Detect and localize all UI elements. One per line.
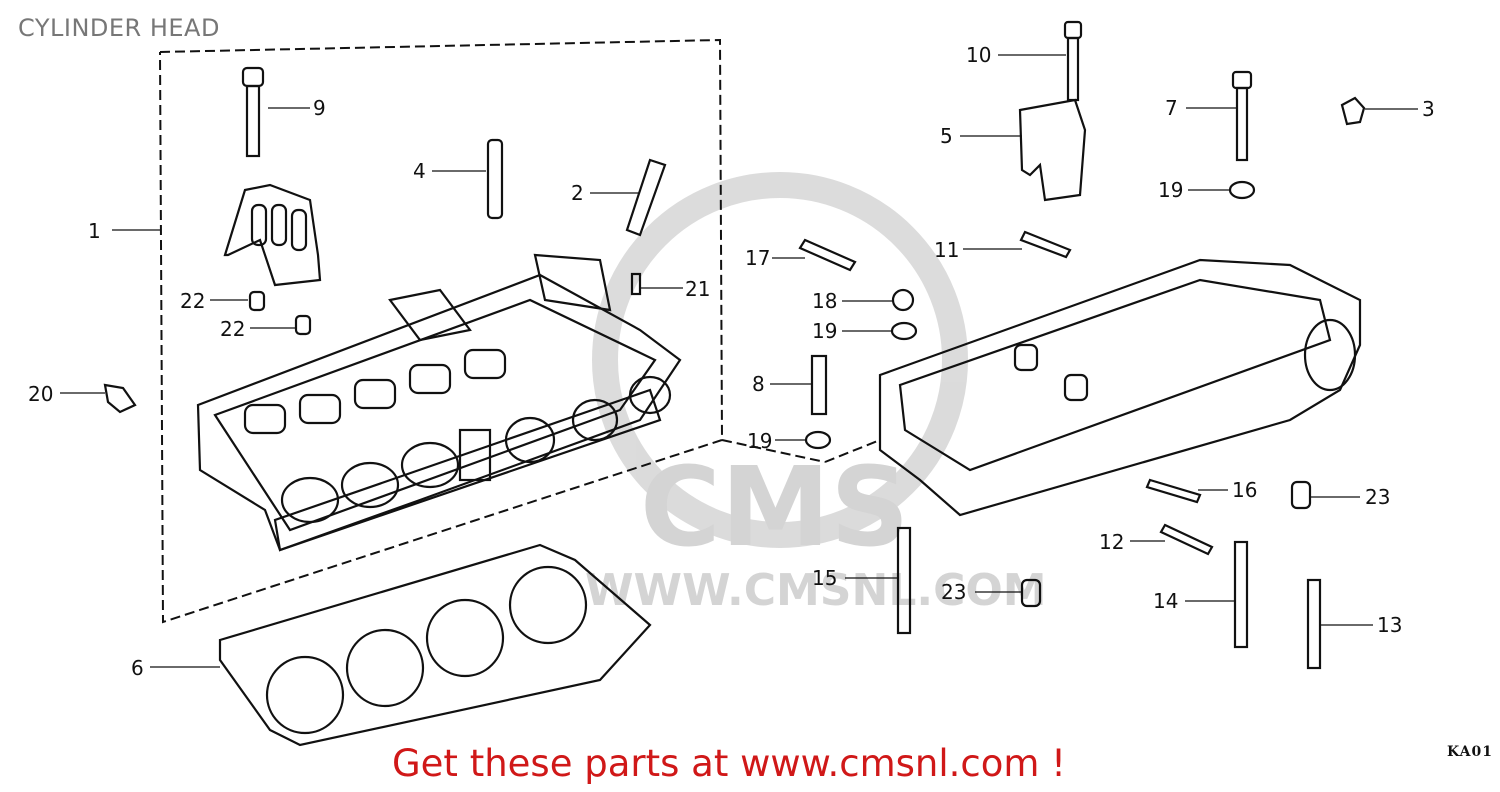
part-bolt-7 [1231, 70, 1253, 162]
part-cam-holder [223, 183, 322, 287]
callout-13: 13 [1377, 613, 1403, 637]
callout-22a: 22 [180, 289, 206, 313]
part-bolt-10 [1063, 20, 1083, 102]
watermark-ring [592, 172, 968, 548]
part-bracket-5 [1018, 98, 1087, 202]
callout-6: 6 [131, 656, 144, 680]
callout-16: 16 [1232, 478, 1258, 502]
part-nut-3 [1340, 96, 1366, 126]
callout-19c: 19 [747, 429, 773, 453]
part-pins [103, 230, 1322, 670]
diagram-code: KA01 [1447, 744, 1493, 760]
head-gasket [218, 543, 652, 747]
assembly-boundary-ext2 [824, 439, 881, 463]
callout-19a: 19 [1158, 178, 1184, 202]
cylinder-head [196, 253, 682, 552]
callout-22b: 22 [220, 317, 246, 341]
callout-20: 20 [28, 382, 54, 406]
watermark-url: WWW.CMSNL.COM [585, 565, 1047, 616]
callout-19b: 19 [812, 319, 838, 343]
page-title: CYLINDER HEAD [18, 14, 220, 42]
callout-15: 15 [812, 566, 838, 590]
callout-21: 21 [685, 277, 711, 301]
callout-7: 7 [1165, 96, 1178, 120]
callout-23a: 23 [1365, 485, 1391, 509]
part-guide-4 [486, 138, 504, 220]
assembly-boundary-ext [721, 439, 826, 463]
callout-4: 4 [413, 159, 426, 183]
callout-8: 8 [752, 372, 765, 396]
callout-23b: 23 [941, 580, 967, 604]
callout-18: 18 [812, 289, 838, 313]
callout-10: 10 [966, 43, 992, 67]
callout-14: 14 [1153, 589, 1179, 613]
callout-17: 17 [745, 246, 771, 270]
callout-2: 2 [571, 181, 584, 205]
promo-link[interactable]: Get these parts at www.cmsnl.com ! [392, 742, 1067, 785]
callout-11: 11 [934, 238, 960, 262]
leader-lines [60, 54, 1418, 668]
part-bolt-9 [241, 66, 265, 158]
part-guide-2 [625, 158, 667, 237]
head-cover [878, 258, 1362, 517]
watermark-logo: CMS [640, 443, 909, 571]
callout-12: 12 [1099, 530, 1125, 554]
callout-5: 5 [940, 124, 953, 148]
callout-9: 9 [313, 96, 326, 120]
callout-1: 1 [88, 219, 101, 243]
watermark: CMS WWW.CMSNL.COM [585, 172, 1047, 616]
callout-3: 3 [1422, 97, 1435, 121]
